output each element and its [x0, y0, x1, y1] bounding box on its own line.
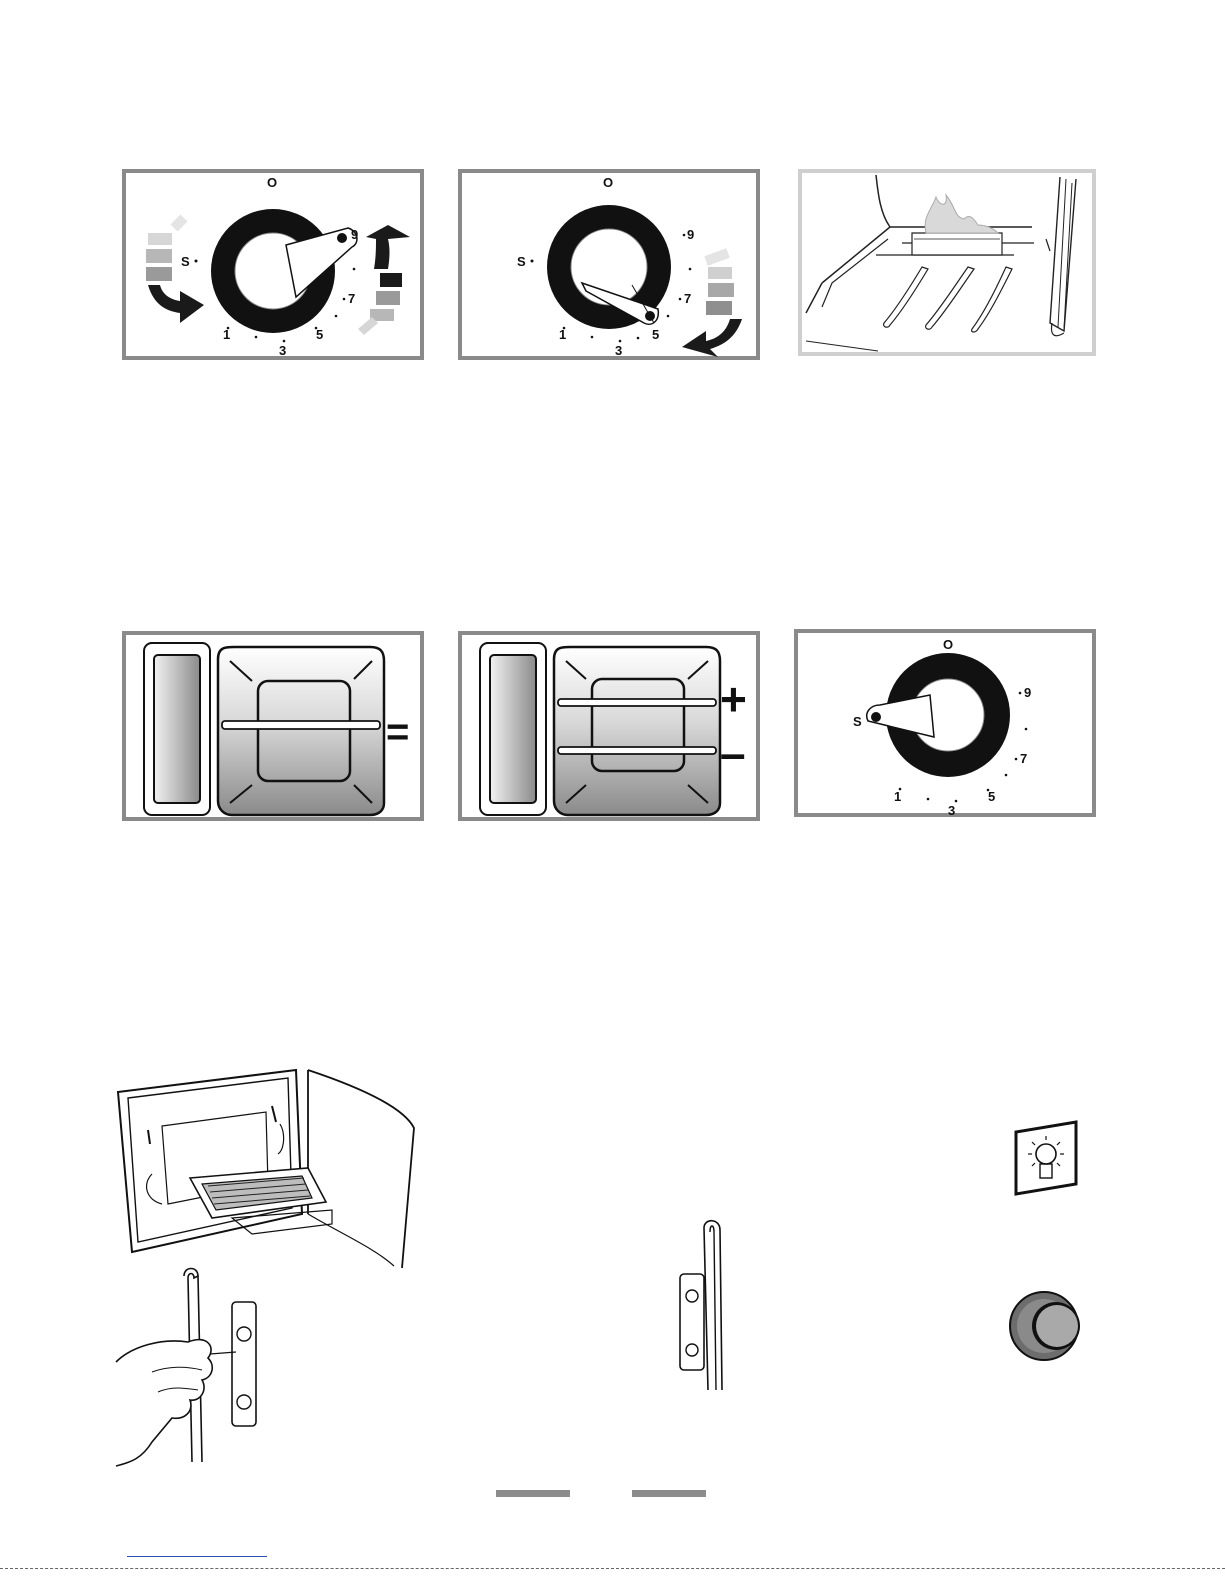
- dial-off-icon: O S 9 7 5 3 1: [798, 633, 1094, 815]
- dial-label-off: O: [267, 175, 277, 190]
- dial-label-5: 5: [316, 327, 323, 342]
- panel-dial-adjust: O S 9 7 5 3 1: [122, 169, 424, 360]
- dial-label-s: S: [853, 714, 862, 729]
- dial-label-7: 7: [684, 291, 691, 306]
- dial-label-1: 1: [559, 327, 566, 342]
- footer-dashed-rule: [0, 1568, 1225, 1569]
- panel-single-shelf: =: [122, 631, 424, 821]
- dial-set-icon: O S 9 7 5 3 1: [462, 173, 758, 358]
- lamp-symbol-icon: [1004, 1118, 1082, 1198]
- panel-burner: [798, 169, 1096, 356]
- footer-bar-right: [632, 1490, 706, 1497]
- footer-bar-left: [496, 1490, 570, 1497]
- shelf-runner-remove-icon: [112, 1262, 272, 1472]
- dial-label-off: O: [603, 175, 613, 190]
- dial-label-9: 9: [1024, 685, 1031, 700]
- dial-label-3: 3: [279, 343, 286, 358]
- grill-pan-icon: [112, 1064, 422, 1274]
- sign-minus: –: [720, 727, 746, 779]
- single-shelf-icon: =: [126, 635, 422, 819]
- two-shelves-icon: + –: [462, 635, 758, 819]
- dial-label-3: 3: [615, 343, 622, 358]
- burner-flame-icon: [802, 173, 1094, 354]
- dial-label-off: O: [943, 637, 953, 652]
- panel-dial-set: O S 9 7 5 3 1: [458, 169, 760, 360]
- dial-label-9: 9: [687, 227, 694, 242]
- panel-two-shelves: + –: [458, 631, 760, 821]
- dial-label-5: 5: [988, 789, 995, 804]
- sign-equal: =: [386, 710, 409, 754]
- dial-label-9: 9: [351, 227, 358, 242]
- panel-dial-off: O S 9 7 5 3 1: [794, 629, 1096, 817]
- dial-label-s: S: [517, 254, 526, 269]
- shelf-runner-icon: [664, 1218, 744, 1393]
- dial-label-1: 1: [894, 789, 901, 804]
- dial-decrease-icon: O S 9 7 5 3 1: [126, 173, 422, 358]
- dial-label-1: 1: [223, 327, 230, 342]
- sign-plus: +: [720, 673, 747, 725]
- light-button-icon: [1008, 1286, 1088, 1366]
- dial-label-7: 7: [348, 291, 355, 306]
- dial-label-5: 5: [652, 327, 659, 342]
- dial-label-7: 7: [1020, 751, 1027, 766]
- footer-link-line: [127, 1556, 267, 1557]
- dial-label-3: 3: [948, 803, 955, 815]
- dial-label-s: S: [181, 254, 190, 269]
